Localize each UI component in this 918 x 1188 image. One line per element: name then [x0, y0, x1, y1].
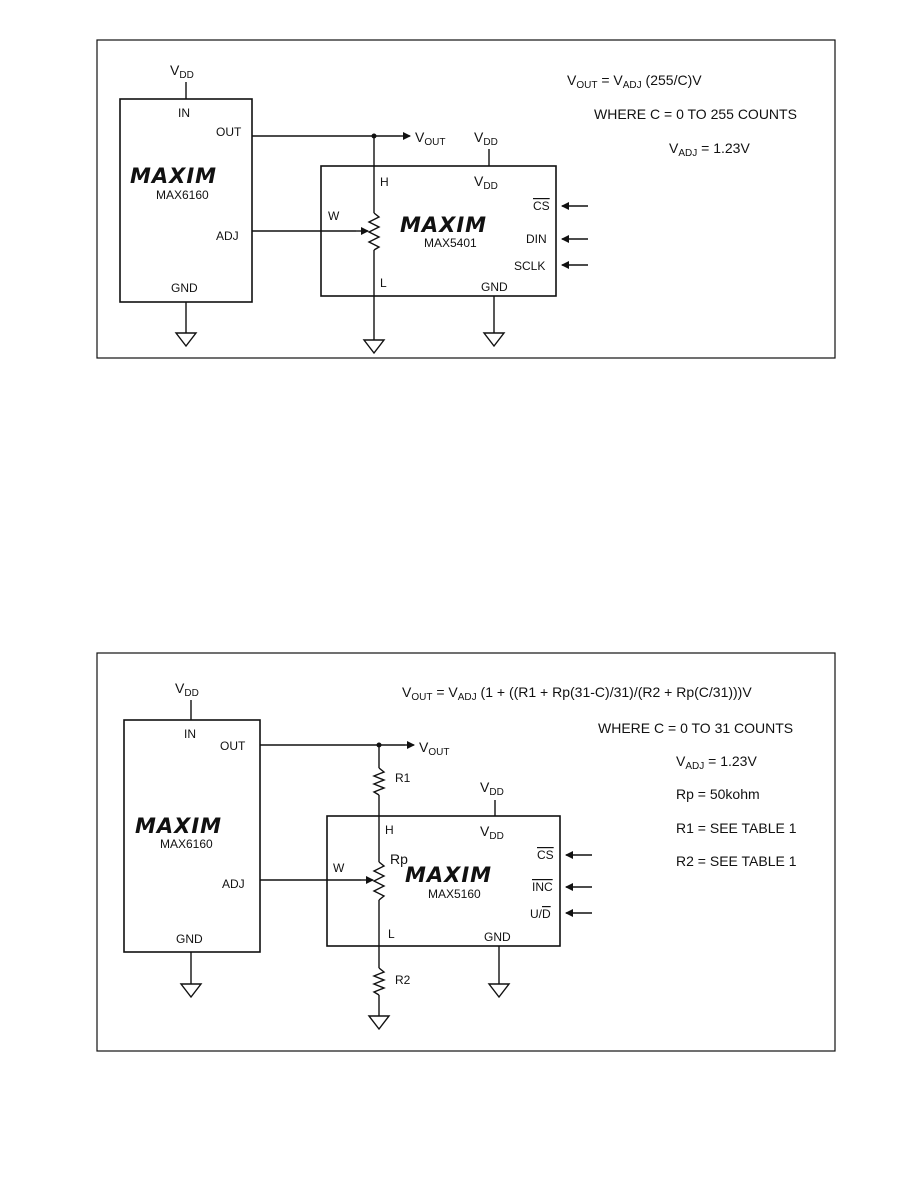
- r1-label: R1: [395, 771, 411, 785]
- ground-symbol: [362, 339, 386, 355]
- rp-label: Rp: [390, 851, 408, 867]
- pot-part-number: MAX5160: [428, 887, 481, 901]
- circuit-2: VDD IN OUT MAXIM MAX6160 ADJ GND VOUT R1…: [96, 652, 836, 1052]
- ref-pin-adj: ADJ: [222, 877, 245, 891]
- ref-pin-out: OUT: [220, 739, 246, 753]
- pot-pin-cs: CS: [537, 848, 554, 862]
- pot-pin-w: W: [328, 209, 340, 223]
- ref-vdd-label: VDD: [170, 62, 194, 81]
- maxim-logo: MAXIM: [405, 863, 492, 887]
- pot-pin-sclk: SCLK: [514, 259, 545, 273]
- pot-pin-gnd: GND: [484, 930, 511, 944]
- vout-label: VOUT: [419, 739, 449, 758]
- pot-pin-vdd: VDD: [480, 823, 504, 842]
- circuit-1: VDD IN OUT MAXIM MAX6160 ADJ GND VOUT VD…: [96, 39, 836, 359]
- pot-pin-inc: INC: [532, 880, 553, 894]
- equation-counts: WHERE C = 0 TO 31 COUNTS: [598, 720, 793, 736]
- ref-vdd-label: VDD: [175, 680, 199, 699]
- pot-vdd-label: VDD: [480, 779, 504, 798]
- pot-part-number: MAX5401: [424, 236, 477, 250]
- max6160-chip: [123, 719, 261, 953]
- maxim-logo: MAXIM: [130, 164, 217, 188]
- pot-pin-h: H: [380, 175, 389, 189]
- equation-r1: R1 = SEE TABLE 1: [676, 820, 797, 836]
- circuit-1-frame: [96, 39, 836, 359]
- pot-pin-din: DIN: [526, 232, 547, 246]
- ref-part-number: MAX6160: [160, 837, 213, 851]
- maxim-logo: MAXIM: [135, 814, 222, 838]
- equation-vadj: VADJ = 1.23V: [676, 753, 757, 772]
- equation-r2: R2 = SEE TABLE 1: [676, 853, 797, 869]
- ref-pin-adj: ADJ: [216, 229, 239, 243]
- equation-vadj: VADJ = 1.23V: [669, 140, 750, 159]
- equation-rp: Rp = 50kohm: [676, 786, 760, 802]
- ground-symbol: [487, 983, 511, 999]
- pot-pin-vdd: VDD: [474, 173, 498, 192]
- pot-pin-w: W: [333, 861, 345, 875]
- pot-pin-l: L: [388, 927, 395, 941]
- ref-pin-in: IN: [178, 106, 190, 120]
- vout-label: VOUT: [415, 129, 445, 148]
- ref-pin-in: IN: [184, 727, 196, 741]
- equation-vout: VOUT = VADJ (1 + ((R1 + Rp(31-C)/31)/(R2…: [402, 684, 752, 703]
- pot-pin-ud: U/D: [530, 907, 551, 921]
- pot-pin-l: L: [380, 276, 387, 290]
- max5160-chip: [326, 815, 561, 947]
- r2-label: R2: [395, 973, 411, 987]
- pot-pin-gnd: GND: [481, 280, 508, 294]
- ground-symbol: [482, 332, 506, 348]
- ref-pin-gnd: GND: [171, 281, 198, 295]
- pot-pin-cs: CS: [533, 199, 550, 213]
- ref-part-number: MAX6160: [156, 188, 209, 202]
- maxim-logo: MAXIM: [400, 213, 487, 237]
- potentiometer-resistor: [367, 212, 381, 251]
- ref-pin-out: OUT: [216, 125, 242, 139]
- potentiometer-resistor: [372, 861, 386, 901]
- circuit-2-frame: [96, 652, 836, 1052]
- resistor-r1: [372, 767, 386, 796]
- resistor-r2: [372, 967, 386, 996]
- ground-symbol: [179, 983, 203, 999]
- ref-pin-gnd: GND: [176, 932, 203, 946]
- ground-symbol: [367, 1015, 391, 1031]
- equation-counts: WHERE C = 0 TO 255 COUNTS: [594, 106, 797, 122]
- pot-pin-h: H: [385, 823, 394, 837]
- ground-symbol: [174, 332, 198, 348]
- equation-vout: VOUT = VADJ (255/C)V: [567, 72, 702, 91]
- pot-vdd-label: VDD: [474, 129, 498, 148]
